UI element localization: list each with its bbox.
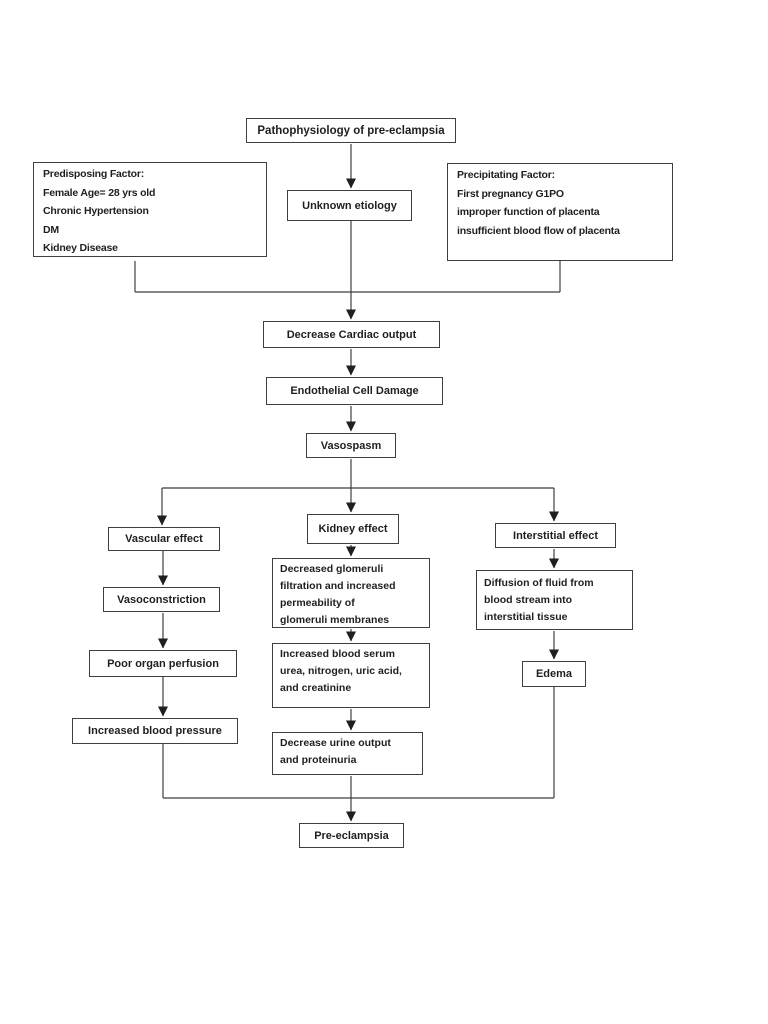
node-endothelial-cell-damage: Endothelial Cell Damage	[266, 377, 443, 405]
node-predisposing-factor: Predisposing Factor: Female Age= 28 yrs …	[33, 162, 267, 257]
node-vasoconstriction: Vasoconstriction	[103, 587, 220, 612]
node-kidney-effect: Kidney effect	[307, 514, 399, 544]
node-title: Pathophysiology of pre-eclampsia	[246, 118, 456, 143]
node-vasospasm: Vasospasm	[306, 433, 396, 458]
node-pre-eclampsia: Pre-eclampsia	[299, 823, 404, 848]
node-decreased-glomeruli-filtration: Decreased glomeruli filtration and incre…	[272, 558, 430, 628]
node-vascular-effect: Vascular effect	[108, 527, 220, 551]
node-increased-blood-serum: Increased blood serum urea, nitrogen, ur…	[272, 643, 430, 708]
node-precipitating-factor: Precipitating Factor: First pregnancy G1…	[447, 163, 673, 261]
node-edema: Edema	[522, 661, 586, 687]
node-poor-organ-perfusion: Poor organ perfusion	[89, 650, 237, 677]
node-unknown-etiology: Unknown etiology	[287, 190, 412, 221]
node-decrease-urine-output: Decrease urine output and proteinuria	[272, 732, 423, 775]
node-diffusion-of-fluid: Diffusion of fluid from blood stream int…	[476, 570, 633, 630]
node-increased-blood-pressure: Increased blood pressure	[72, 718, 238, 744]
node-decrease-cardiac-output: Decrease Cardiac output	[263, 321, 440, 348]
node-interstitial-effect: Interstitial effect	[495, 523, 616, 548]
